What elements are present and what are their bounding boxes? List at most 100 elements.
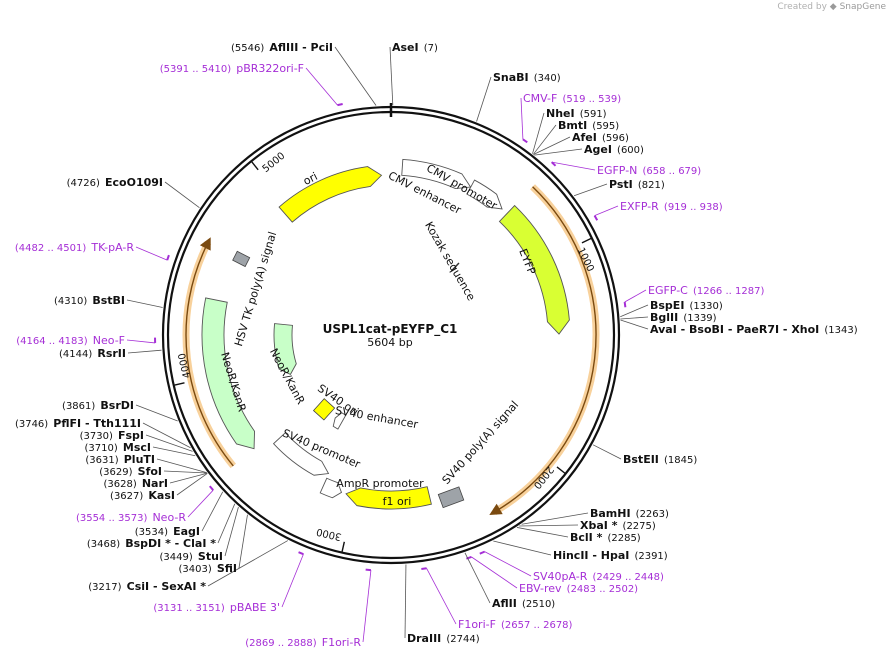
plasmid-length: 5604 bp (367, 336, 412, 349)
site-position: (2263) (636, 509, 669, 520)
site-position: (3627) (110, 491, 143, 502)
site-label-bglii: BglII (1339) (650, 306, 717, 325)
site-name: PflFI - Tth111I (53, 417, 141, 430)
primer-leader-exfp-r (594, 205, 619, 216)
primer-leader-pbr322ori-f (305, 67, 338, 106)
primer-position: (2429 .. 2448) (592, 572, 664, 583)
primer-mark-f1ori-f (421, 567, 427, 571)
site-name: AflII (492, 597, 517, 610)
feature-label-ampr-promoter: AmpR promoter (336, 477, 424, 490)
primer-position: (4482 .. 4501) (15, 243, 87, 254)
primer-position: (1266 .. 1287) (693, 286, 765, 297)
site-leader-avai-bsobi-paer7i-xhoi (620, 319, 649, 330)
feature-cmv-promoter (466, 179, 503, 210)
site-position: (2744) (446, 634, 479, 645)
feature-label-hsv-tk-poly-a-signal: HSV TK poly(A) signal (232, 230, 279, 348)
site-leader-snabi (476, 76, 492, 122)
site-position: (3628) (103, 479, 136, 490)
snapgene-credit: Created by ◆ SnapGene (777, 2, 886, 12)
site-leader-agei (534, 148, 583, 156)
site-name: SfiI (217, 562, 237, 575)
site-leader-bmti (532, 124, 557, 155)
primer-leader-cmv-f (520, 97, 524, 140)
site-position: (4310) (54, 296, 87, 307)
primer-leader-egfp-n (551, 161, 596, 171)
site-position: (3403) (178, 564, 211, 575)
site-position: (7) (424, 43, 438, 54)
site-leader-afliii-pcii (334, 46, 377, 106)
snapgene-logo-icon: ◆ (829, 2, 837, 12)
primer-label-ebv-rev: EBV-rev (2483 .. 2502) (519, 577, 638, 596)
primer-label-f1ori-r: (2869 .. 2888) F1ori-R (245, 631, 361, 650)
site-position: (3534) (135, 527, 168, 538)
site-position: (3710) (85, 443, 118, 454)
site-label-avai-bsobi-paer7i-xhoi: AvaI - BsoBI - PaeR7I - XhoI (1343) (650, 318, 858, 337)
site-leader-bsrdi (135, 404, 178, 422)
site-label-bmti: BmtI (595) (558, 114, 619, 133)
site-name: NarI (142, 477, 168, 490)
site-label-bspdi-clai: (3468) BspDI * - ClaI * (87, 532, 216, 551)
site-position: (1339) (683, 313, 716, 324)
site-label-stui: (3449) StuI (160, 545, 223, 564)
site-label-csii-sexai: (3217) CsiI - SexAI * (88, 575, 206, 594)
primer-mark-ebv-rev (466, 555, 472, 560)
feature-label-sv40-poly-a-signal: SV40 poly(A) signal (440, 398, 522, 487)
site-label-kasi: (3627) KasI (110, 484, 175, 503)
primer-label-pbr322ori-f: (5391 .. 5410) pBR322ori-F (160, 57, 304, 76)
credit-prefix: Created by (777, 2, 827, 12)
site-name: BspDI * - ClaI * (125, 537, 216, 550)
site-name: BstBI (92, 294, 125, 307)
site-label-bspei: BspEI (1330) (650, 294, 723, 313)
scale-tick (174, 382, 185, 386)
feature-cmv-enhancer (401, 158, 472, 190)
site-leader-bsteii (592, 444, 622, 460)
site-name: AflIII - PciI (269, 41, 333, 54)
feature-eyfp (498, 204, 570, 335)
plasmid-backbone (161, 103, 621, 565)
site-leader-ecoo109i (164, 181, 200, 209)
feature-neor-kanr (273, 323, 297, 375)
primer-name: TK-pA-R (90, 241, 134, 254)
primer-mark-exfp-r (593, 215, 599, 221)
site-position: (1343) (824, 325, 857, 336)
scale-tick (581, 237, 592, 244)
primer-position: (4164 .. 4183) (16, 336, 88, 347)
primer-label-f1ori-f: F1ori-F (2657 .. 2678) (458, 613, 573, 632)
site-position: (596) (602, 133, 629, 144)
site-name: EagI (173, 525, 200, 538)
primer-mark-tk-pa-r (166, 254, 170, 261)
site-name: BclI * (570, 531, 603, 544)
site-leader-sfoi (163, 470, 208, 474)
site-leader-hincii-hpai (493, 540, 552, 556)
scale-tick-label: 3000 (315, 526, 342, 542)
primer-label-egfp-c: EGFP-C (1266 .. 1287) (648, 279, 764, 298)
site-position: (2275) (623, 521, 656, 532)
site-leader-eagi (201, 491, 224, 532)
primer-position: (2869 .. 2888) (245, 638, 317, 649)
feature-label-ori: ori (301, 170, 320, 188)
feature-ori (278, 166, 383, 223)
primer-label-exfp-r: EXFP-R (919 .. 938) (620, 195, 723, 214)
primer-label-sv40pa-r: SV40pA-R (2429 .. 2448) (533, 565, 664, 584)
site-position: (3730) (80, 431, 113, 442)
primer-mark-egfp-c (623, 301, 627, 308)
primer-name: F1ori-F (458, 618, 496, 631)
site-label-msci: (3710) MscI (85, 436, 151, 455)
site-leader-bspei (620, 304, 649, 318)
site-leader-kasi (176, 473, 208, 496)
site-position: (1845) (664, 455, 697, 466)
site-name: XbaI * (580, 519, 618, 532)
site-label-hincii-hpai: HincII - HpaI (2391) (553, 544, 668, 563)
primer-name: EBV-rev (519, 582, 562, 595)
site-name: MscI (123, 441, 151, 454)
primer-position: (2483 .. 2502) (567, 584, 639, 595)
feature-sv40-promoter (272, 432, 330, 476)
feature-label-sv40-enhancer: SV40 enhancer (334, 404, 419, 431)
site-name: BmtI (558, 119, 587, 132)
primer-position: (5391 .. 5410) (160, 64, 232, 75)
site-label-pluti: (3631) PluTI (85, 448, 155, 467)
site-name: RsrII (97, 347, 126, 360)
site-label-rsrii: (4144) RsrII (59, 342, 126, 361)
site-leader-bspdi-clai (217, 503, 236, 544)
